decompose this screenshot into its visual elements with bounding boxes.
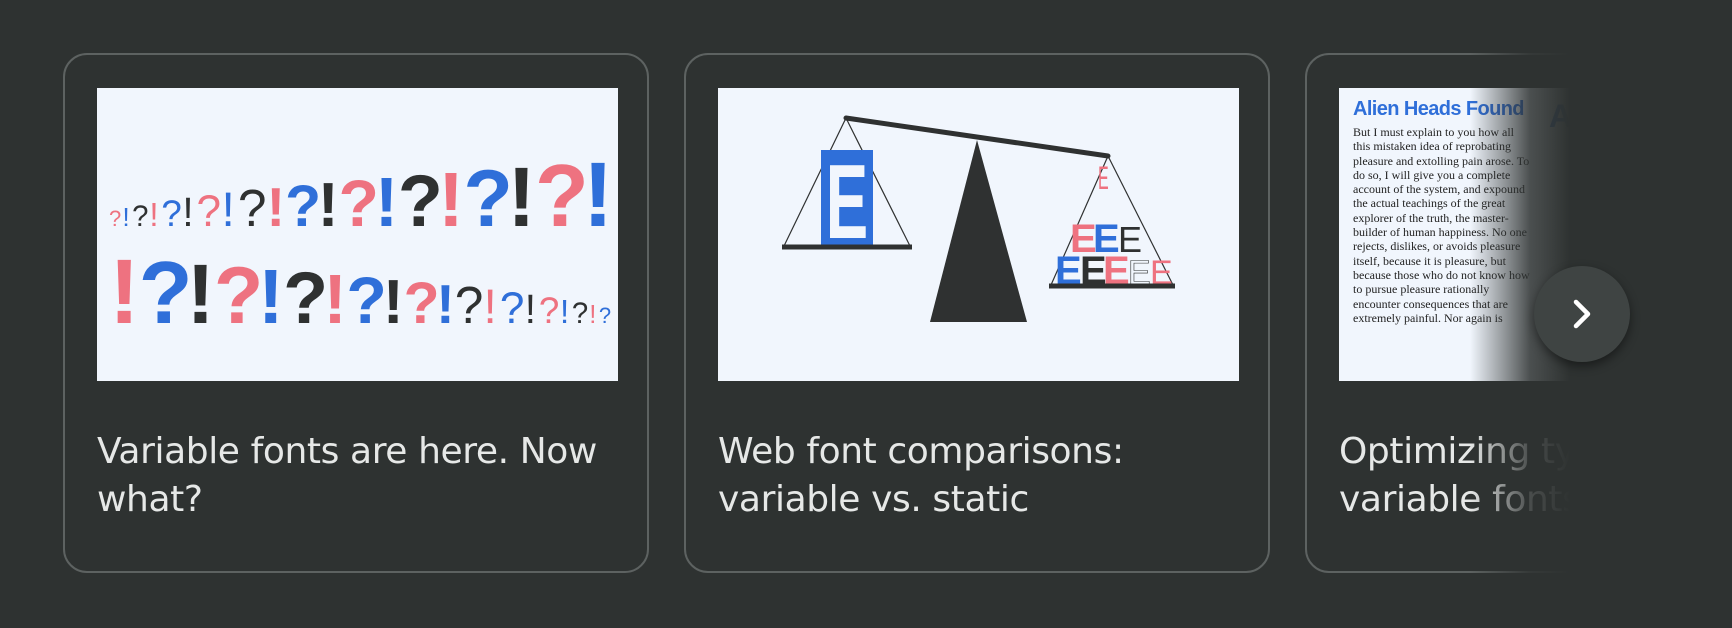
svg-text:E: E <box>1128 254 1151 292</box>
exclamation-mark-glyph: ! <box>583 144 614 246</box>
exclamation-mark-glyph: ! <box>383 267 404 337</box>
question-mark-glyph: ? <box>161 193 181 234</box>
exclamation-mark-glyph: ! <box>507 149 535 244</box>
question-mark-glyph: ? <box>132 200 148 233</box>
exclamation-mark-glyph: ! <box>436 273 454 335</box>
card-thumbnail: ?!?!?!?!?!?!?!?!?!?!!?!?!?!?!?!?!?!?!?!? <box>97 88 618 381</box>
exclamation-mark-glyph: ! <box>560 294 569 331</box>
exclamation-mark-glyph: ! <box>182 189 193 235</box>
exclamation-mark-glyph: ! <box>484 281 497 334</box>
question-mark-glyph: ? <box>398 159 443 242</box>
chevron-right-icon <box>1573 299 1591 329</box>
exclamation-mark-glyph: ! <box>221 184 234 237</box>
svg-text:E: E <box>1070 217 1097 261</box>
exclamation-mark-glyph: ! <box>109 241 140 343</box>
question-mark-glyph: ? <box>535 146 589 245</box>
article-card-web-font-comparisons[interactable]: E E E E E E E E E E We <box>684 53 1270 573</box>
question-mark-glyph: ? <box>285 174 321 239</box>
question-mark-glyph: ? <box>599 303 611 328</box>
question-mark-glyph: ? <box>500 284 525 333</box>
card-title[interactable]: Variable fonts are here. Now what? <box>97 431 597 520</box>
svg-text:E: E <box>1118 219 1142 260</box>
question-mark-glyph: ? <box>463 154 512 244</box>
exclamation-mark-glyph: ! <box>323 260 346 338</box>
exclamation-mark-glyph: ! <box>149 197 158 234</box>
exclamation-mark-glyph: ! <box>122 204 129 232</box>
svg-text:E: E <box>826 142 868 261</box>
question-mark-glyph: ? <box>214 251 263 341</box>
question-mark-glyph: ? <box>404 271 440 336</box>
next-button[interactable] <box>1534 266 1630 362</box>
question-mark-glyph: ? <box>455 276 484 334</box>
exclamation-mark-glyph: ! <box>318 170 339 240</box>
question-mark-glyph: ? <box>238 179 267 237</box>
exclamation-mark-glyph: ! <box>375 163 398 241</box>
exclamation-mark-glyph: ! <box>438 157 464 243</box>
question-mark-glyph: ? <box>339 167 379 241</box>
balance-scale-letters-icon: E E E E E E E E E E <box>782 115 1175 322</box>
question-mark-glyph: ? <box>283 256 328 339</box>
exclamation-question-pattern-icon: ?!?!?!?!?!?!?!?!?!?!!?!?!?!?!?!?!?!?!?!? <box>109 144 614 343</box>
question-mark-glyph: ? <box>539 290 559 331</box>
question-mark-glyph: ? <box>139 243 193 342</box>
question-mark-glyph: ? <box>572 297 588 330</box>
exclamation-mark-glyph: ! <box>258 254 284 340</box>
question-mark-glyph: ? <box>346 264 386 338</box>
exclamation-mark-glyph: ! <box>589 301 596 329</box>
exclamation-mark-glyph: ! <box>267 176 285 238</box>
card-thumbnail: E E E E E E E E E E <box>718 88 1239 381</box>
card-title[interactable]: Web font comparisons: variable vs. stati… <box>718 431 1124 520</box>
svg-text:E: E <box>1150 254 1173 292</box>
question-mark-glyph: ? <box>197 187 222 236</box>
svg-text:E: E <box>1093 217 1120 261</box>
exclamation-mark-glyph: ! <box>525 286 536 332</box>
question-mark-glyph: ? <box>109 206 121 231</box>
exclamation-mark-glyph: ! <box>187 246 215 341</box>
article-card-variable-fonts[interactable]: ?!?!?!?!?!?!?!?!?!?!!?!?!?!?!?!?!?!?!?!?… <box>63 53 649 573</box>
svg-text:E: E <box>1098 161 1109 196</box>
